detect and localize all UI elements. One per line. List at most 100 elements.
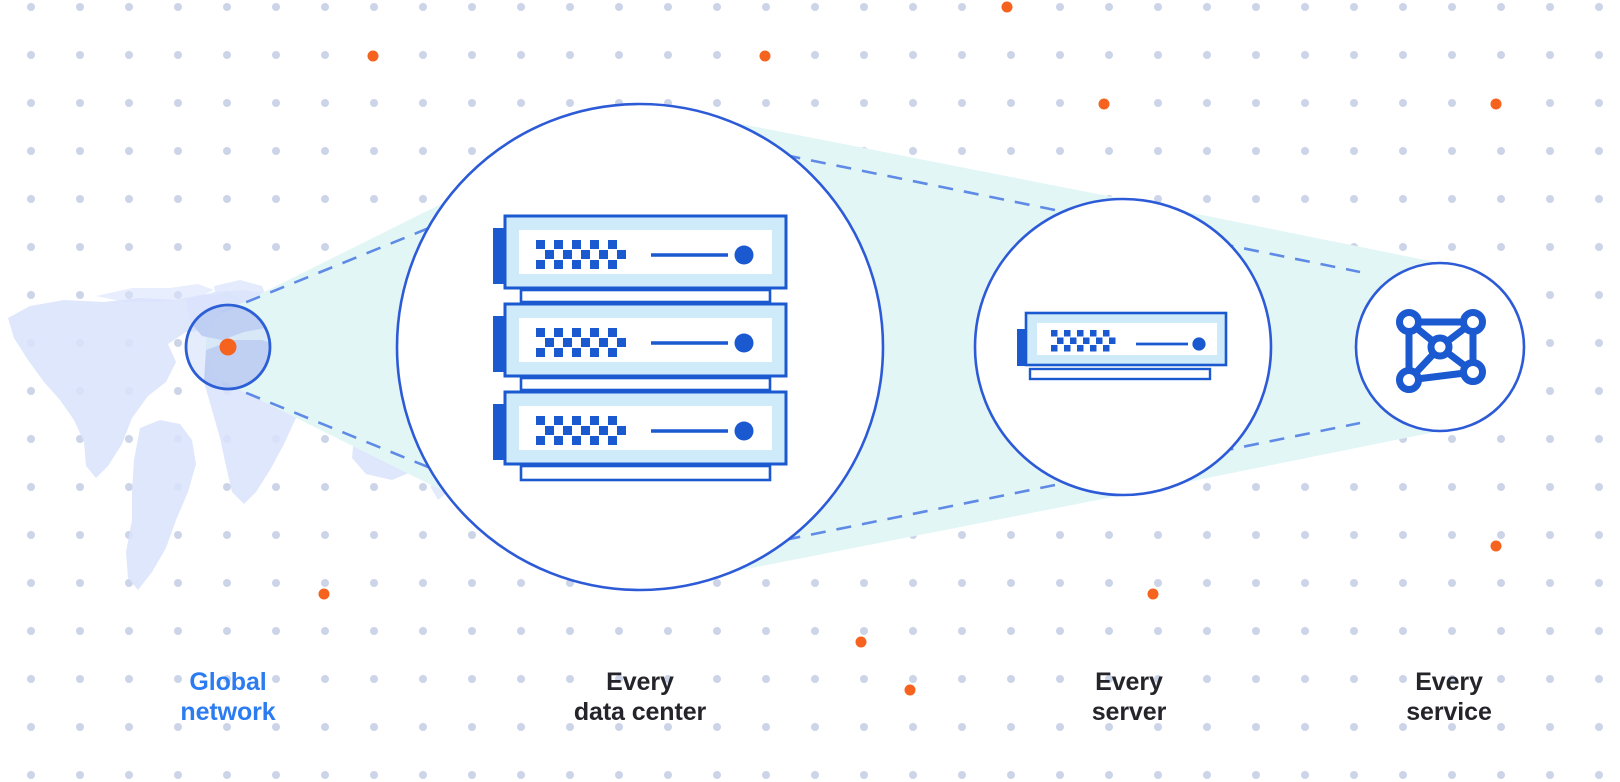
grid-dot	[1105, 147, 1113, 155]
grid-dot	[1301, 675, 1309, 683]
grid-dot	[1301, 483, 1309, 491]
grid-dot	[370, 771, 378, 779]
grid-dot	[517, 771, 525, 779]
grid-dot	[1448, 147, 1456, 155]
grid-dot	[223, 771, 231, 779]
grid-dot	[1203, 99, 1211, 107]
grid-dot	[174, 3, 182, 11]
grid-dot	[321, 195, 329, 203]
grid-dot	[468, 51, 476, 59]
grid-dot	[566, 99, 574, 107]
grid-dot	[223, 243, 231, 251]
grid-dot	[1154, 195, 1162, 203]
grid-dot	[370, 723, 378, 731]
grid-dot	[1595, 147, 1603, 155]
grid-dot	[174, 531, 182, 539]
grid-dot	[1595, 195, 1603, 203]
grid-dot	[1595, 291, 1603, 299]
grid-dot	[468, 627, 476, 635]
grid-dot	[1448, 579, 1456, 587]
grid-dot	[1056, 723, 1064, 731]
grid-dot	[27, 147, 35, 155]
grid-dot-accent	[1098, 98, 1110, 110]
grid-dot	[419, 723, 427, 731]
grid-dot	[174, 339, 182, 347]
grid-dot	[272, 51, 280, 59]
grid-dot	[566, 771, 574, 779]
grid-dot	[566, 675, 574, 683]
grid-dot	[713, 771, 721, 779]
grid-dot	[370, 147, 378, 155]
grid-dot	[1448, 435, 1456, 443]
grid-dot	[76, 195, 84, 203]
grid-dot	[1056, 579, 1064, 587]
global-network-circle-outline	[184, 303, 272, 391]
grid-dot-accent	[759, 50, 771, 62]
grid-dot	[1448, 99, 1456, 107]
grid-dot	[76, 483, 84, 491]
grid-dot	[76, 675, 84, 683]
grid-dot	[713, 579, 721, 587]
grid-dot-accent	[1490, 98, 1502, 110]
grid-dot	[76, 147, 84, 155]
grid-dot	[1252, 723, 1260, 731]
service-node[interactable]	[1354, 261, 1526, 433]
server-node[interactable]	[973, 197, 1273, 497]
grid-dot	[1105, 627, 1113, 635]
grid-dot	[370, 627, 378, 635]
grid-dot	[1448, 195, 1456, 203]
grid-dot	[1497, 195, 1505, 203]
grid-dot	[419, 531, 427, 539]
grid-dot	[1399, 723, 1407, 731]
grid-dot	[76, 723, 84, 731]
grid-dot	[1399, 531, 1407, 539]
grid-dot	[76, 3, 84, 11]
grid-dot	[1252, 531, 1260, 539]
grid-dot	[762, 723, 770, 731]
grid-dot	[125, 675, 133, 683]
grid-dot	[321, 483, 329, 491]
grid-dot	[27, 51, 35, 59]
data-center-node[interactable]	[395, 102, 885, 592]
grid-dot	[1154, 99, 1162, 107]
grid-dot	[1448, 675, 1456, 683]
grid-dot	[1203, 579, 1211, 587]
grid-dot	[517, 675, 525, 683]
grid-dot	[1595, 723, 1603, 731]
grid-dot	[174, 723, 182, 731]
grid-dot	[370, 675, 378, 683]
grid-dot	[1154, 3, 1162, 11]
grid-dot	[1497, 771, 1505, 779]
grid-dot	[223, 483, 231, 491]
grid-dot	[958, 531, 966, 539]
grid-dot	[615, 771, 623, 779]
grid-dot	[1399, 3, 1407, 11]
grid-dot	[27, 243, 35, 251]
grid-dot	[958, 579, 966, 587]
grid-dot	[1448, 531, 1456, 539]
grid-dot	[1546, 147, 1554, 155]
grid-dot	[517, 627, 525, 635]
grid-dot	[664, 627, 672, 635]
global-network-marker[interactable]	[184, 284, 438, 504]
grid-dot	[811, 99, 819, 107]
grid-dot	[76, 291, 84, 299]
grid-dot	[27, 435, 35, 443]
grid-dot	[27, 579, 35, 587]
grid-dot	[1595, 51, 1603, 59]
grid-dot	[272, 3, 280, 11]
grid-dot	[860, 771, 868, 779]
grid-dot	[174, 627, 182, 635]
grid-dot	[27, 387, 35, 395]
grid-dot	[1399, 243, 1407, 251]
grid-dot	[1497, 723, 1505, 731]
grid-dot-accent	[855, 636, 867, 648]
grid-dot	[909, 3, 917, 11]
grid-dot	[1007, 579, 1015, 587]
grid-dot	[1105, 579, 1113, 587]
grid-dot	[1497, 243, 1505, 251]
grid-dot	[1595, 387, 1603, 395]
grid-dot	[223, 3, 231, 11]
grid-dot	[370, 579, 378, 587]
